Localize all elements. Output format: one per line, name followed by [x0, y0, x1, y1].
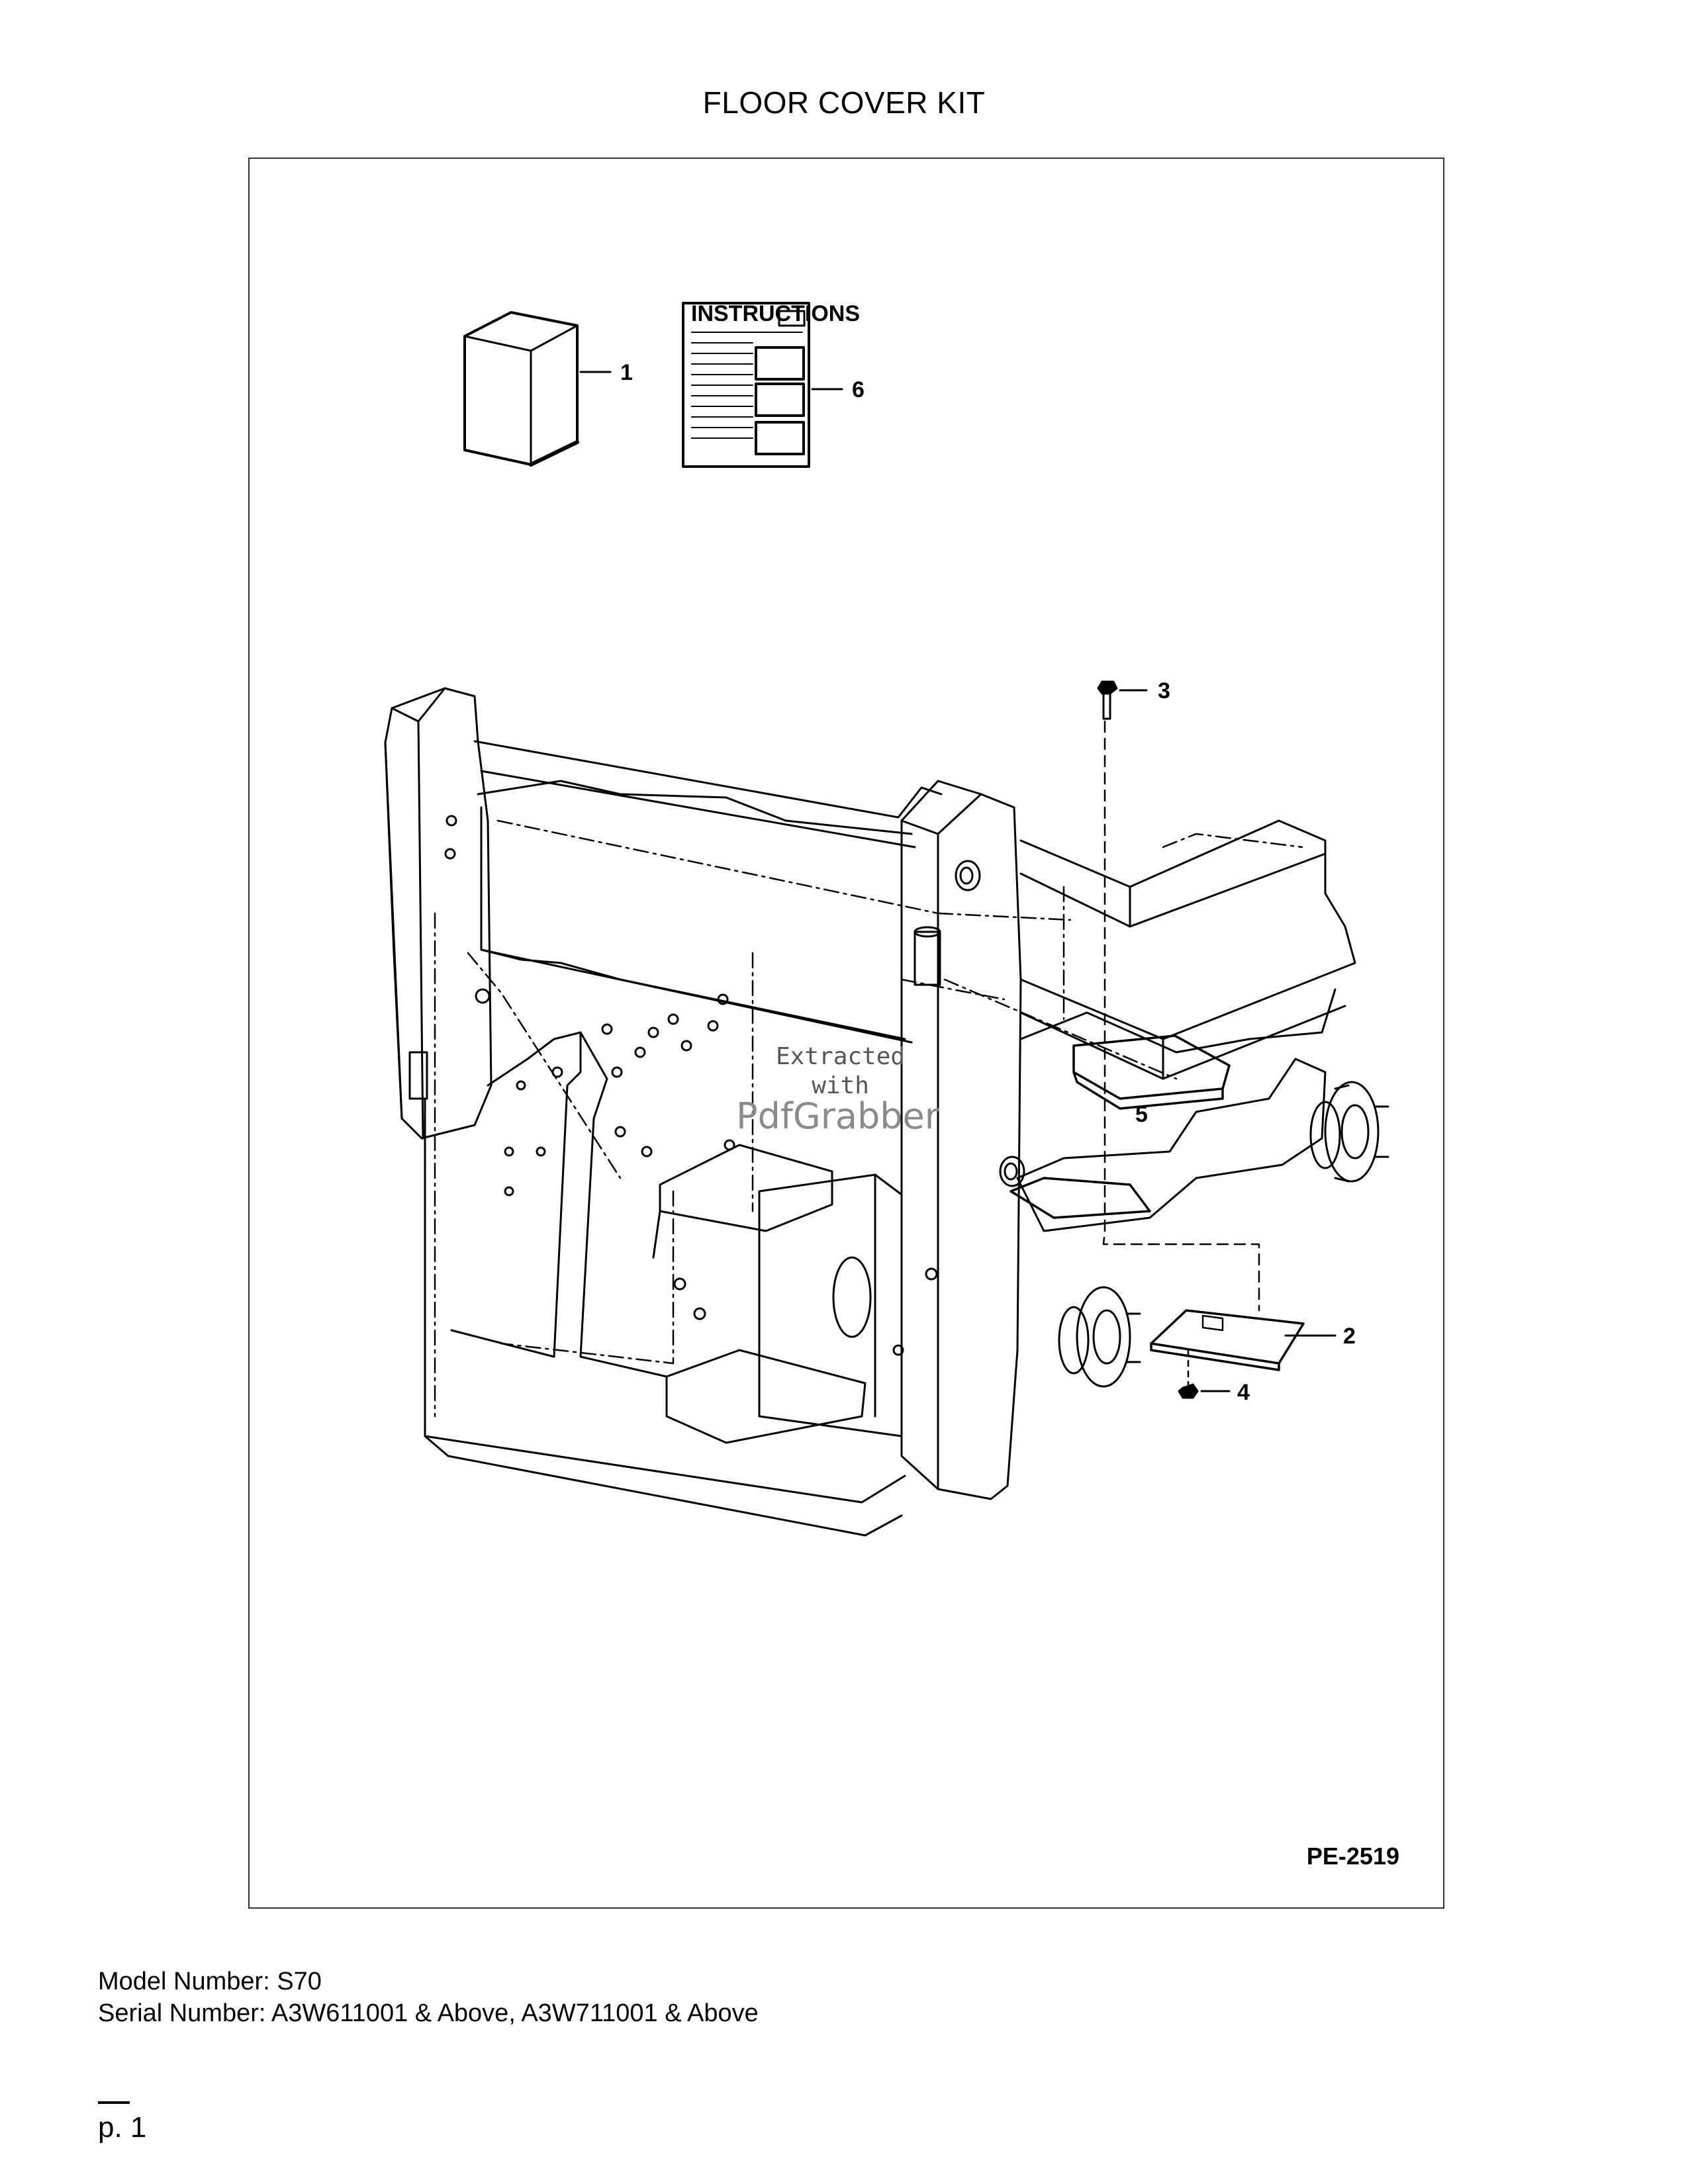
page-number: p. 1	[98, 2111, 147, 2144]
watermark-line-2: with	[812, 1072, 869, 1099]
page-number-rule	[98, 2101, 130, 2104]
instructions-label: INSTRUCTIONS	[691, 301, 860, 326]
parts-diagram: 1 INSTRUCTIONS 6	[384, 301, 1389, 1537]
machine-frame-drawing	[384, 680, 1389, 1537]
floor-cover-plate-2	[1150, 1309, 1305, 1371]
callout-4: 4	[1237, 1380, 1250, 1405]
callout-2: 2	[1343, 1324, 1356, 1349]
model-serial-info: Model Number: S70 Serial Number: A3W6110…	[98, 1966, 759, 2029]
figure-code: PE-2519	[1306, 1843, 1399, 1870]
serial-number: Serial Number: A3W611001 & Above, A3W711…	[98, 1999, 759, 2027]
callout-6: 6	[852, 377, 865, 402]
kit-box-drawing	[463, 311, 612, 467]
parts-diagram-frame: 1 INSTRUCTIONS 6	[248, 158, 1444, 1909]
model-number: Model Number: S70	[98, 1968, 322, 1995]
callout-3: 3	[1158, 678, 1170, 704]
bolt-3	[1097, 680, 1118, 720]
floor-cover-plate-5	[1009, 1034, 1231, 1219]
nut-4	[1178, 1383, 1199, 1399]
page-title: FLOOR COVER KIT	[702, 85, 986, 120]
watermark-extracted-with: Extracted with	[776, 1042, 905, 1101]
watermark-line-1: Extracted	[776, 1043, 906, 1070]
callout-1: 1	[620, 360, 633, 385]
callout-5: 5	[1135, 1102, 1148, 1127]
instructions-sheet-drawing	[682, 302, 843, 468]
wheel-hub-right	[1309, 1081, 1389, 1183]
watermark-brand: PdfGrabber	[736, 1095, 939, 1137]
wheel-hub-left	[1058, 1286, 1141, 1388]
